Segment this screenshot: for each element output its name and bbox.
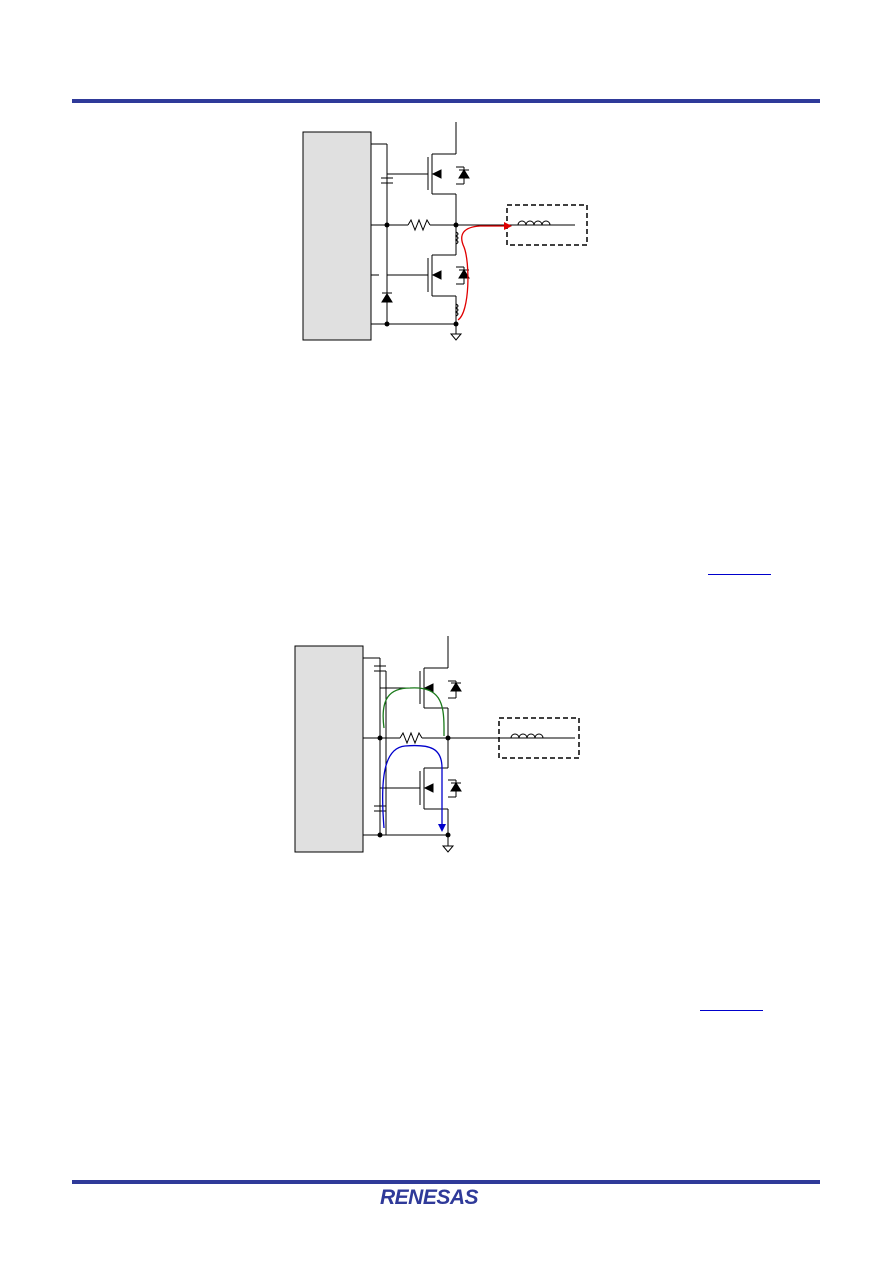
renesas-logo: RENESAS [380,1186,479,1209]
circuit-diagram-2 [294,636,580,853]
reference-link-2[interactable] [700,1010,763,1011]
reference-link-1[interactable] [708,574,771,575]
footer-rule [72,1180,820,1184]
circuit-diagram-1 [302,122,588,341]
header-rule [72,99,820,103]
